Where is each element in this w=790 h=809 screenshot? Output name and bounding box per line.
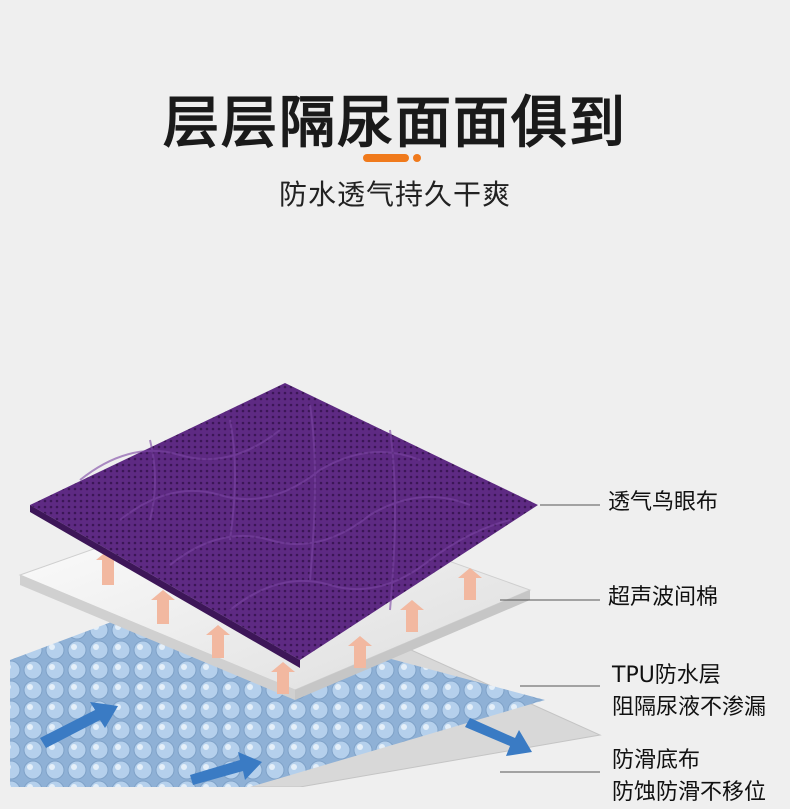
accent-divider <box>363 154 423 162</box>
layer-label-4: 防滑底布 防蚀防滑不移位 <box>612 745 766 809</box>
accent-bar <box>363 154 409 162</box>
up-arrow <box>96 550 482 694</box>
layer-label-2: 超声波间棉 <box>608 582 718 614</box>
layer-label-line: 防滑底布 <box>612 748 701 773</box>
page-subtitle: 防水透气持久干爽 <box>278 178 511 211</box>
top-fabric-layer <box>30 383 538 660</box>
layer-label-1: 透气鸟眼布 <box>608 487 718 519</box>
page-title: 层层隔尿面面俱到 <box>163 91 627 156</box>
blue-arrow-right <box>465 718 532 756</box>
accent-dot <box>413 154 421 162</box>
blue-arrow-left <box>40 702 118 748</box>
layer-label-3: TPU防水层 阻隔尿液不渗漏 <box>612 660 766 724</box>
layer-diagram <box>10 383 602 787</box>
layer-label-line: TPU防水层 <box>612 663 721 688</box>
layer-label-line: 透气鸟眼布 <box>608 490 719 515</box>
blue-arrow-bottom <box>190 752 262 785</box>
layer-label-line: 超声波间棉 <box>608 585 719 610</box>
layer-label-line: 防蚀防滑不移位 <box>612 780 767 805</box>
layer-label-line: 阻隔尿液不渗漏 <box>612 695 767 720</box>
